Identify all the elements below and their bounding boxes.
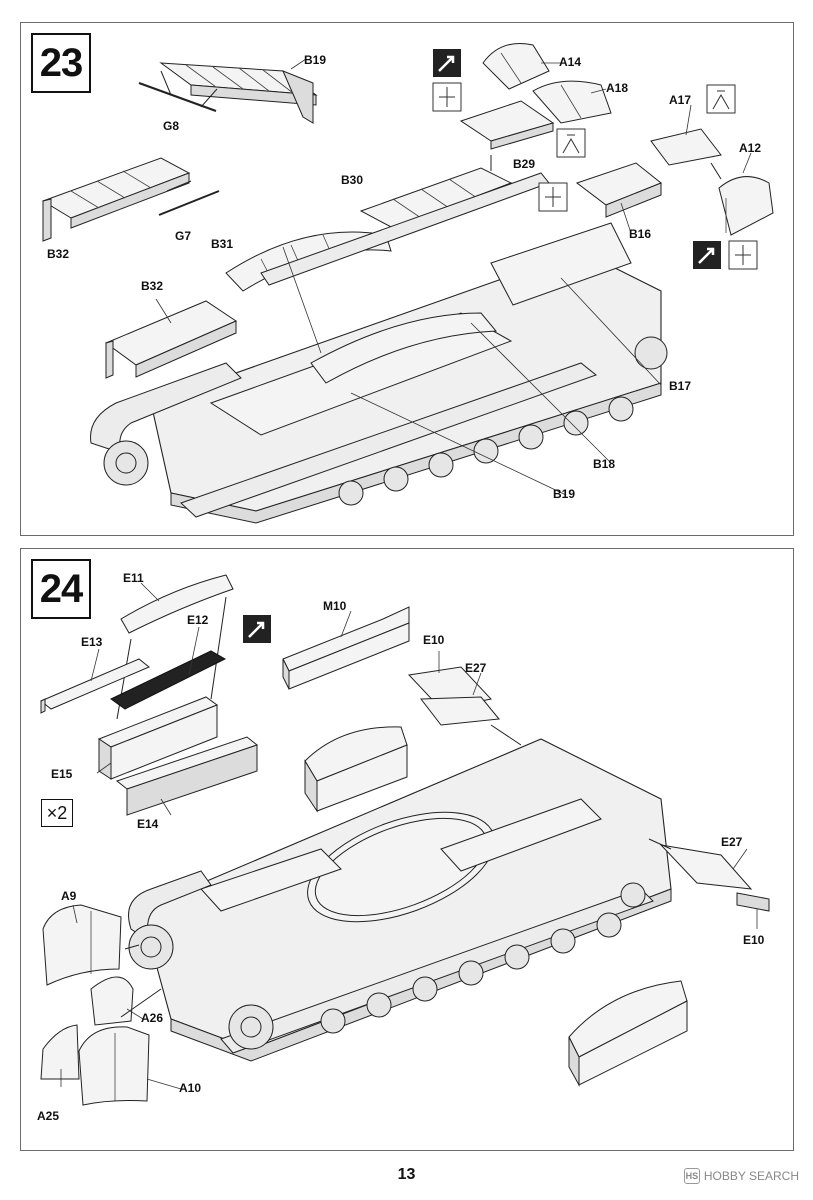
part-g8 <box>138 70 218 113</box>
watermark-logo-icon: HS <box>683 1168 700 1184</box>
label-a18: A18 <box>606 81 629 95</box>
cut-icon <box>538 182 568 212</box>
label-e10: E10 <box>423 633 445 647</box>
part-b32-top <box>41 157 191 242</box>
label-b17: B17 <box>669 379 692 393</box>
label-e14: E14 <box>137 817 159 831</box>
label-b30: B30 <box>341 173 364 187</box>
glue-icon <box>693 241 721 269</box>
part-e27-rear <box>648 838 770 912</box>
hull <box>140 738 672 1062</box>
stowage-box-lower <box>568 980 688 1087</box>
label-g8: G8 <box>163 119 180 133</box>
part-a9 <box>42 904 140 986</box>
label-a9: A9 <box>61 889 77 903</box>
watermark-text: HOBBY SEARCH <box>703 1169 799 1183</box>
cut-icon <box>432 82 462 112</box>
track-left <box>90 172 598 518</box>
part-a12 <box>718 176 774 236</box>
step-23-diagram <box>41 43 774 524</box>
part-b16 <box>575 162 662 218</box>
page-number: 13 <box>397 1166 416 1183</box>
label-b19: B19 <box>304 53 327 67</box>
part-e27-top <box>407 666 522 746</box>
step-number: 24 <box>31 559 91 619</box>
step-number: 23 <box>31 33 91 93</box>
road-wheels <box>128 882 646 1050</box>
stowage-box-upper <box>304 726 408 813</box>
step-24-panel: 24 ×2 <box>20 548 794 1151</box>
label-a14: A14 <box>559 55 582 69</box>
part-e14 <box>115 736 259 816</box>
step-23-panel: 23 <box>20 22 794 536</box>
label-e15: E15 <box>51 767 73 781</box>
label-a17: A17 <box>669 93 692 107</box>
glue-icon <box>433 49 461 77</box>
sprue-cutter-icon <box>556 128 586 158</box>
part-b32-lower <box>104 300 238 379</box>
part-e13 <box>40 658 150 714</box>
label-b31: B31 <box>211 237 234 251</box>
watermark: HS HOBBY SEARCH <box>683 1168 799 1184</box>
part-a25 <box>40 1024 80 1080</box>
step-24-diagram <box>40 574 770 1106</box>
label-e27: E27 <box>721 835 743 849</box>
part-m10 <box>282 606 410 690</box>
label-a12: A12 <box>739 141 762 155</box>
part-g7 <box>158 180 220 216</box>
quantity-multiplier: ×2 <box>41 799 73 827</box>
part-e12 <box>110 650 227 710</box>
label-b18: B18 <box>593 457 616 471</box>
part-a26 <box>90 976 134 1026</box>
label-e13: E13 <box>81 635 103 649</box>
part-a10 <box>78 988 162 1106</box>
label-e27: E27 <box>465 661 487 675</box>
sprue-cutter-icon <box>706 84 736 114</box>
label-b16: B16 <box>629 227 652 241</box>
label-b19: B19 <box>553 487 576 501</box>
label-a26: A26 <box>141 1011 164 1025</box>
part-e11 <box>116 574 234 720</box>
part-a18 <box>532 80 612 124</box>
label-a25: A25 <box>37 1109 60 1123</box>
part-a14 <box>482 43 550 90</box>
leader-lines <box>60 582 758 1090</box>
label-a10: A10 <box>179 1081 202 1095</box>
label-e10: E10 <box>743 933 765 947</box>
label-e11: E11 <box>123 571 144 585</box>
label-b32: B32 <box>141 279 164 293</box>
leader-lines <box>155 58 752 496</box>
label-b29: B29 <box>513 157 536 171</box>
cut-icon <box>728 240 758 270</box>
label-b32: B32 <box>47 247 70 261</box>
label-g7: G7 <box>175 229 192 243</box>
label-e12: E12 <box>187 613 209 627</box>
part-b19-top <box>159 62 318 124</box>
label-m10: M10 <box>323 599 347 613</box>
part-b29 <box>459 100 555 171</box>
part-a17 <box>650 128 722 180</box>
glue-icon <box>243 615 271 643</box>
